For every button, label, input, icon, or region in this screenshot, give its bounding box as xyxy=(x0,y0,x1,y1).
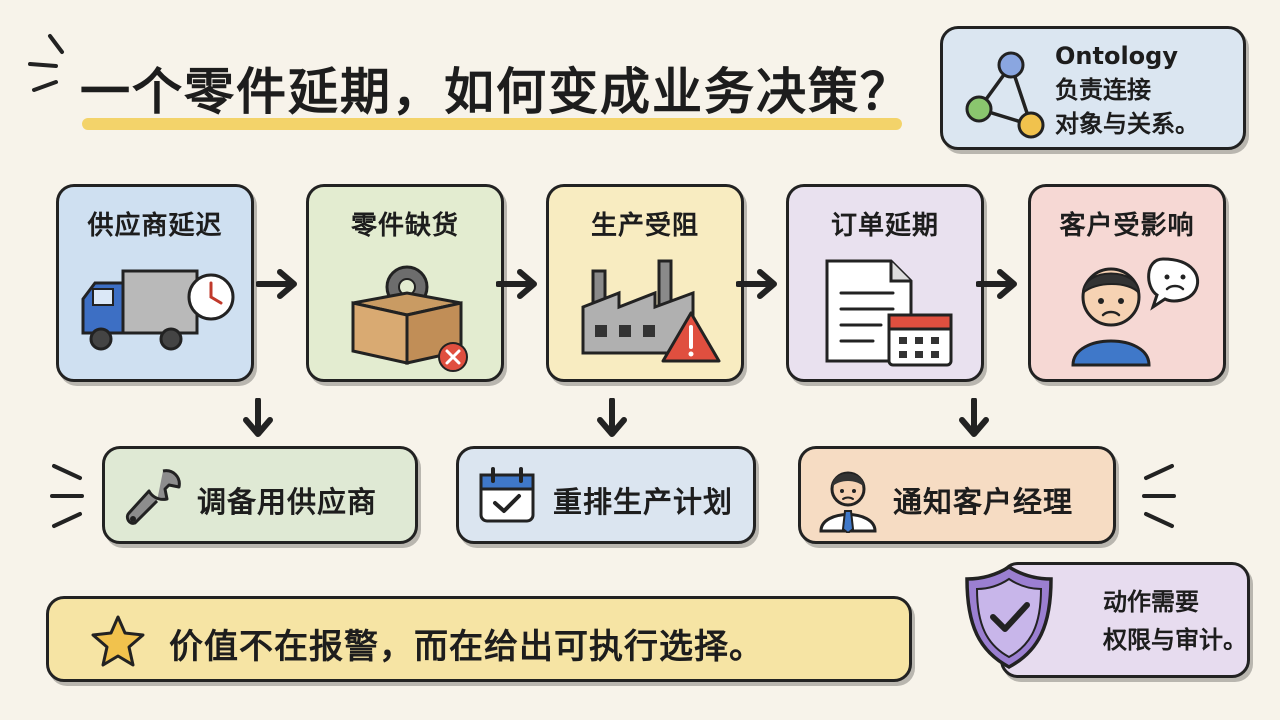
arrow-down-icon xyxy=(243,398,273,437)
arrow-down-icon xyxy=(597,398,627,437)
value-note-text: 价值不在报警，而在给出可执行选择。 xyxy=(169,627,764,667)
action-backup-supplier: 调备用供应商 xyxy=(102,446,418,544)
truck-clock-icon xyxy=(81,269,235,351)
step-label: 零件缺货 xyxy=(350,211,459,241)
shield-check-icon xyxy=(965,564,1053,669)
ontology-line-3: 对象与关系。 xyxy=(1055,110,1199,138)
box-gear-icon xyxy=(351,265,468,372)
action-notify-manager: 通知客户经理 xyxy=(798,446,1116,544)
permission-note: 动作需要 权限与审计。 xyxy=(965,562,1250,678)
sparkle-lines-icon xyxy=(28,34,64,92)
document-calendar-icon xyxy=(825,259,953,367)
value-note: 价值不在报警，而在给出可执行选择。 xyxy=(46,596,912,682)
ontology-line-2: 负责连接 xyxy=(1055,76,1151,104)
step-label: 供应商延迟 xyxy=(87,211,223,241)
sparkle-lines-icon xyxy=(50,464,84,528)
action-label: 通知客户经理 xyxy=(893,485,1074,519)
arrow-right-icon xyxy=(736,269,777,299)
arrow-right-icon xyxy=(976,269,1017,299)
step-supplier-delay: 供应商延迟 xyxy=(56,184,254,382)
factory-warning-icon xyxy=(581,259,721,363)
arrow-right-icon xyxy=(256,269,297,299)
star-icon xyxy=(91,615,145,667)
arrow-down-icon xyxy=(959,398,989,437)
step-label: 生产受阻 xyxy=(590,211,699,241)
step-label: 订单延期 xyxy=(830,211,939,241)
permission-line-2: 权限与审计。 xyxy=(1103,626,1247,654)
ontology-note: Ontology 负责连接 对象与关系。 xyxy=(940,26,1246,150)
step-parts-shortage: 零件缺货 xyxy=(306,184,504,382)
action-reschedule-production: 重排生产计划 xyxy=(456,446,756,544)
page-title: 一个零件延期，如何变成业务决策？ xyxy=(80,63,912,121)
title-underline xyxy=(82,118,902,130)
permission-line-1: 动作需要 xyxy=(1103,588,1199,616)
ontology-line-1: Ontology xyxy=(1055,42,1178,70)
wrench-icon xyxy=(125,469,181,525)
sparkle-lines-icon xyxy=(1142,464,1176,528)
action-label: 重排生产计划 xyxy=(553,485,734,519)
step-customer-affected: 客户受影响 xyxy=(1028,184,1226,382)
step-production-blocked: 生产受阻 xyxy=(546,184,744,382)
step-order-delay: 订单延期 xyxy=(786,184,984,382)
sad-customer-icon xyxy=(1071,257,1200,367)
network-triangle-icon xyxy=(965,51,1045,139)
action-label: 调备用供应商 xyxy=(197,485,378,519)
step-label: 客户受影响 xyxy=(1059,211,1195,241)
calendar-check-icon xyxy=(479,467,535,523)
manager-icon xyxy=(819,471,877,533)
arrow-right-icon xyxy=(496,269,537,299)
